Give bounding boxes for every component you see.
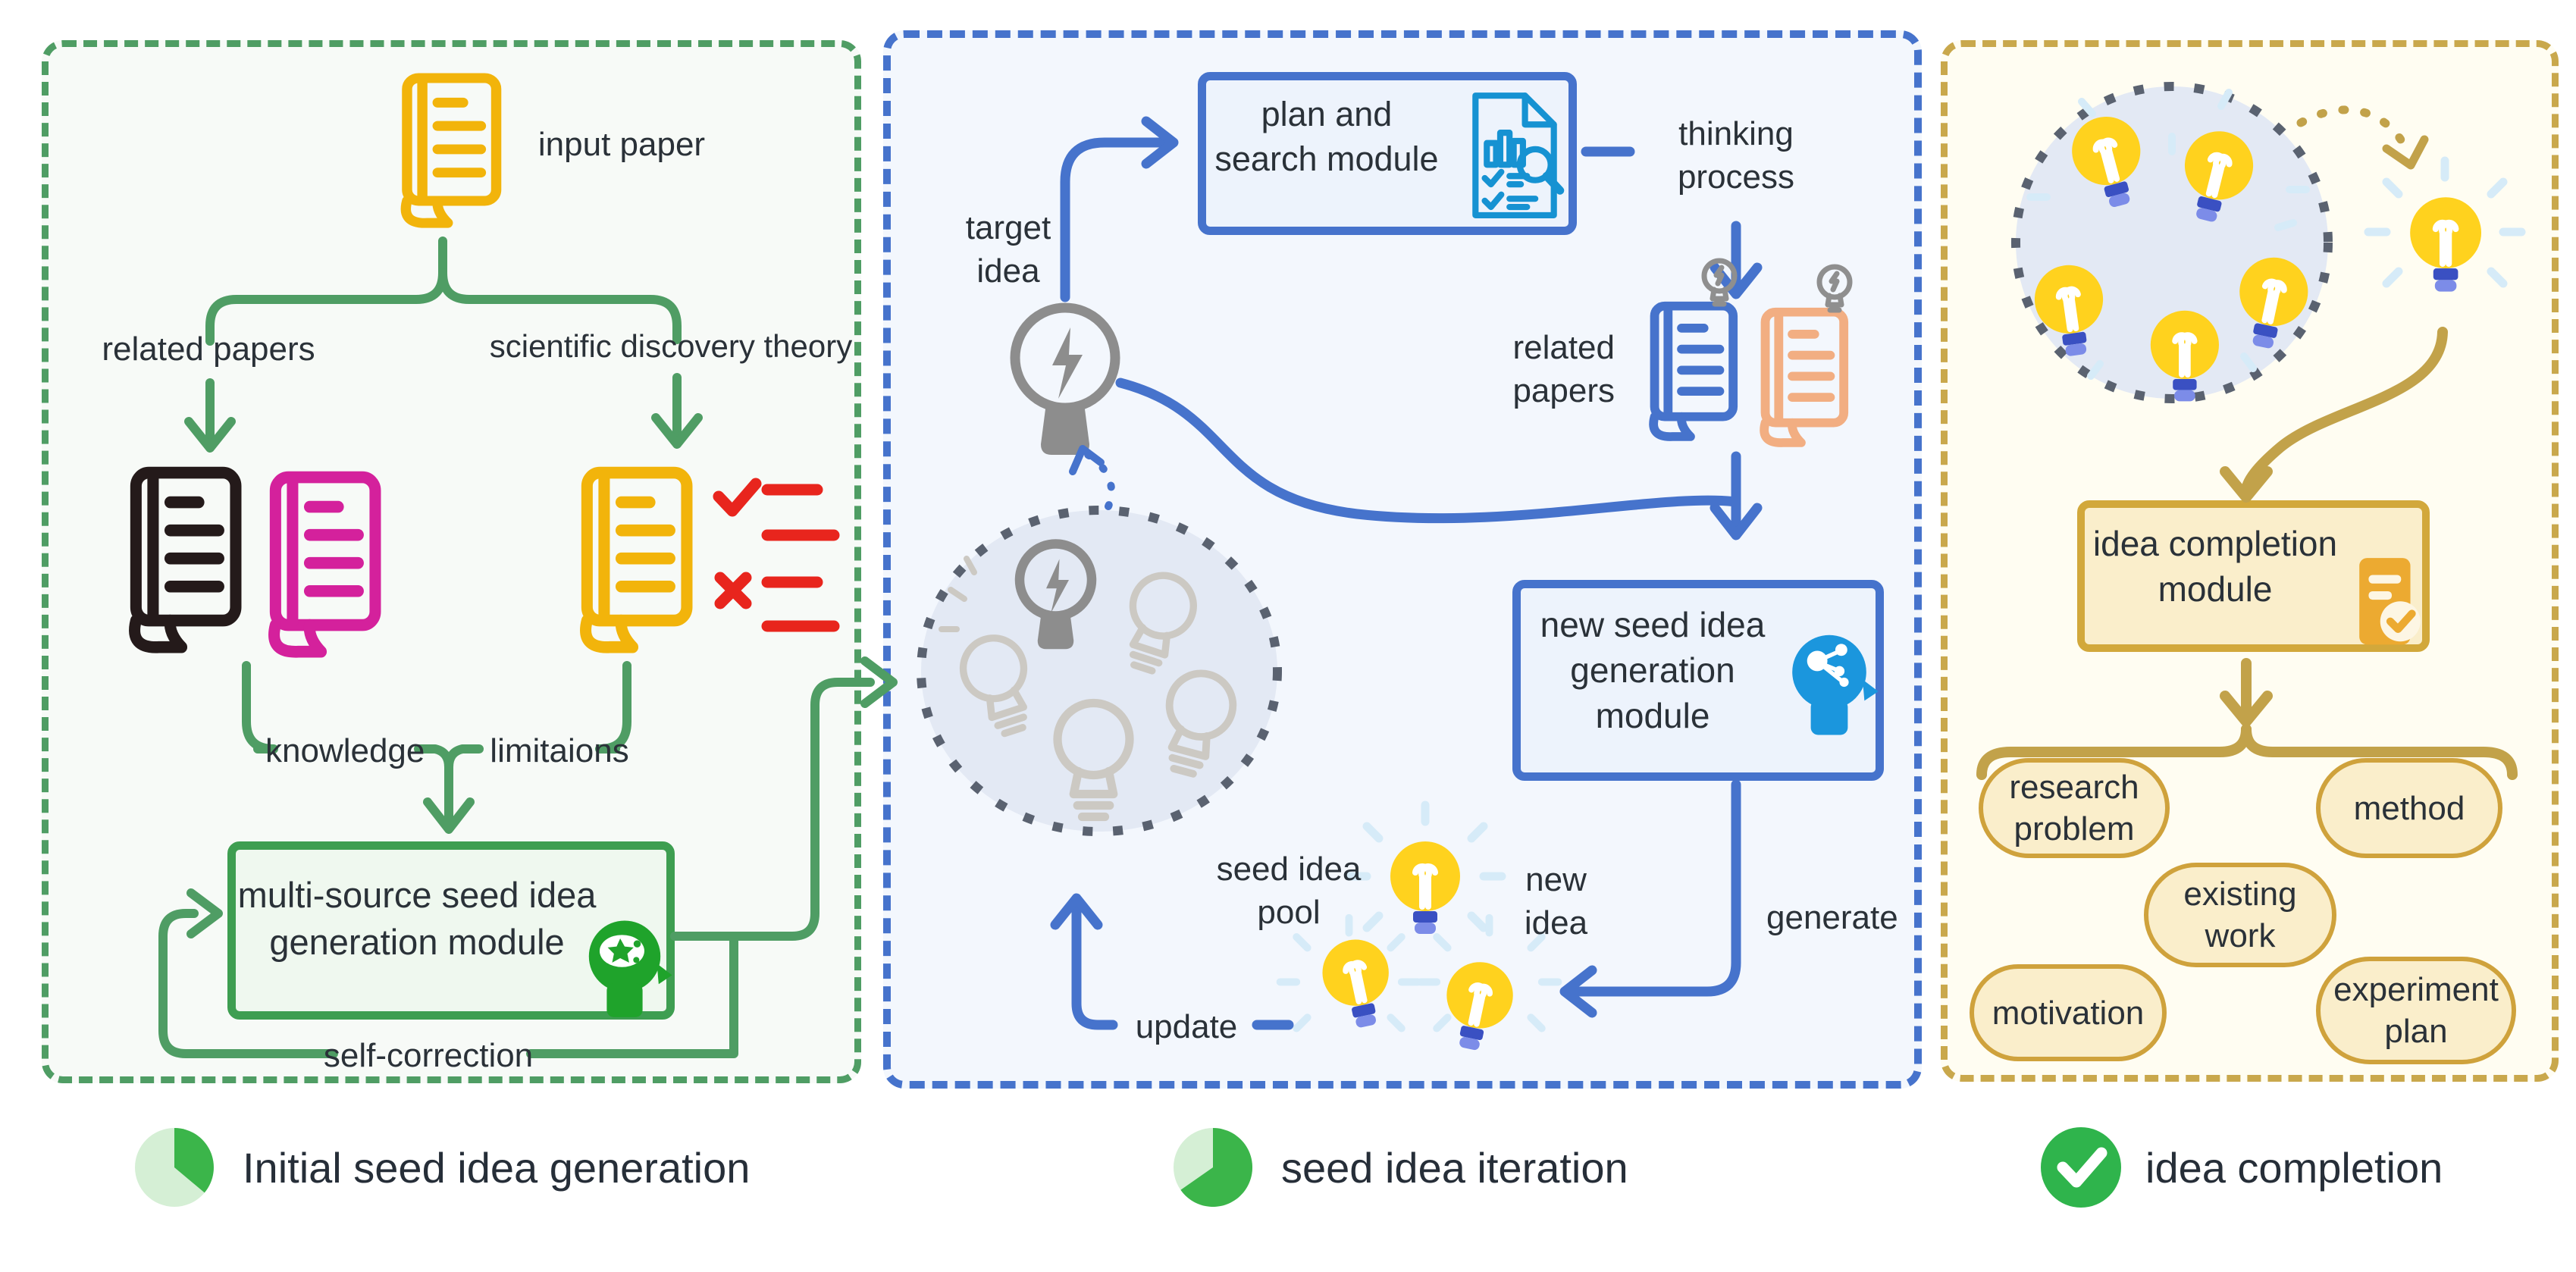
related-papers-mid-label: related papers [1512, 329, 1615, 410]
output-existing-work: existing work [2144, 863, 2336, 967]
new-seed-module-label: new seed idea generation module [1540, 605, 1766, 735]
legend-check-icon [2041, 1127, 2121, 1208]
arrow-update [1050, 893, 1294, 1030]
dashed-arrow-pool-to-target [1069, 445, 1116, 510]
update-label: update [1135, 1008, 1238, 1045]
output-existing-work-label: existing work [2183, 876, 2297, 954]
merge-knowledge-limitations [242, 661, 631, 834]
generate-label: generate [1766, 899, 1898, 936]
curve-target-to-newseed [1115, 378, 1741, 524]
knowledge-label: knowledge [265, 732, 425, 769]
scientific-theory-icon [586, 473, 840, 647]
related-papers-mid-icon [1653, 261, 1850, 443]
seed-idea-pool [917, 506, 1282, 836]
output-experiment-plan: experiment plan [2316, 957, 2516, 1064]
self-correction-label: self-correction [323, 1037, 534, 1074]
related-papers-label: related papers [102, 331, 315, 368]
idea-cluster-circle [2011, 82, 2333, 401]
target-idea-label: target idea [965, 209, 1051, 290]
idea-completion-module-icon [2359, 558, 2421, 644]
legend-pie-iteration-icon [1174, 1128, 1253, 1207]
output-experiment-plan-label: experiment plan [2333, 971, 2499, 1050]
multi-source-module-label: multi-source seed idea generation module [237, 875, 597, 963]
output-method-label: method [2353, 789, 2465, 827]
arrow-papers-to-newseed [1709, 451, 1763, 540]
arrow-ideacomp-to-outputs [1976, 658, 2518, 780]
new-seed-module-icon [1792, 635, 1878, 735]
arrow-target-to-plan [1060, 116, 1179, 302]
new-idea-label: new idea [1524, 861, 1588, 942]
output-motivation: motivation [1970, 964, 2167, 1061]
thinking-process-label: thinking process [1677, 115, 1795, 196]
legend-idea-completion: idea completion [2145, 1144, 2443, 1192]
multi-source-module-icon [588, 920, 672, 1017]
input-paper-label: input paper [537, 126, 706, 163]
plan-search-module-label: plan and search module [1214, 95, 1439, 178]
legend-seed-idea-iteration: seed idea iteration [1281, 1144, 1628, 1192]
self-correction-loop [158, 656, 898, 1058]
scientific-discovery-theory-label: scientific discovery theory [489, 328, 853, 364]
output-motivation-label: motivation [1992, 994, 2145, 1032]
idea-completion-module-label: idea completion module [2092, 524, 2338, 609]
dashed-arrow-circle-to-bulb [2296, 105, 2429, 170]
arrow-generate [1559, 779, 1741, 1018]
arrow-bulb-to-ideacomp [2220, 327, 2448, 503]
arrow-related-papers [184, 378, 236, 453]
related-papers-icon [135, 473, 375, 652]
selected-idea-bulb-icon [2368, 161, 2521, 292]
legend-pie-initial-icon [135, 1128, 214, 1207]
legend-initial-seed-idea-generation: Initial seed idea generation [243, 1144, 751, 1192]
output-research-problem: research problem [1979, 758, 2170, 858]
output-research-problem-label: research problem [2009, 769, 2139, 847]
output-method: method [2316, 758, 2502, 858]
plan-search-module-icon [1475, 96, 1560, 215]
split-brace [205, 237, 682, 346]
arrow-scientific-theory [651, 373, 703, 449]
limitations-label: limitaions [490, 732, 629, 769]
target-idea-bulb-icon [1010, 302, 1120, 455]
input-paper-icon [406, 78, 496, 223]
seed-idea-pool-label: seed idea pool [1216, 851, 1362, 932]
